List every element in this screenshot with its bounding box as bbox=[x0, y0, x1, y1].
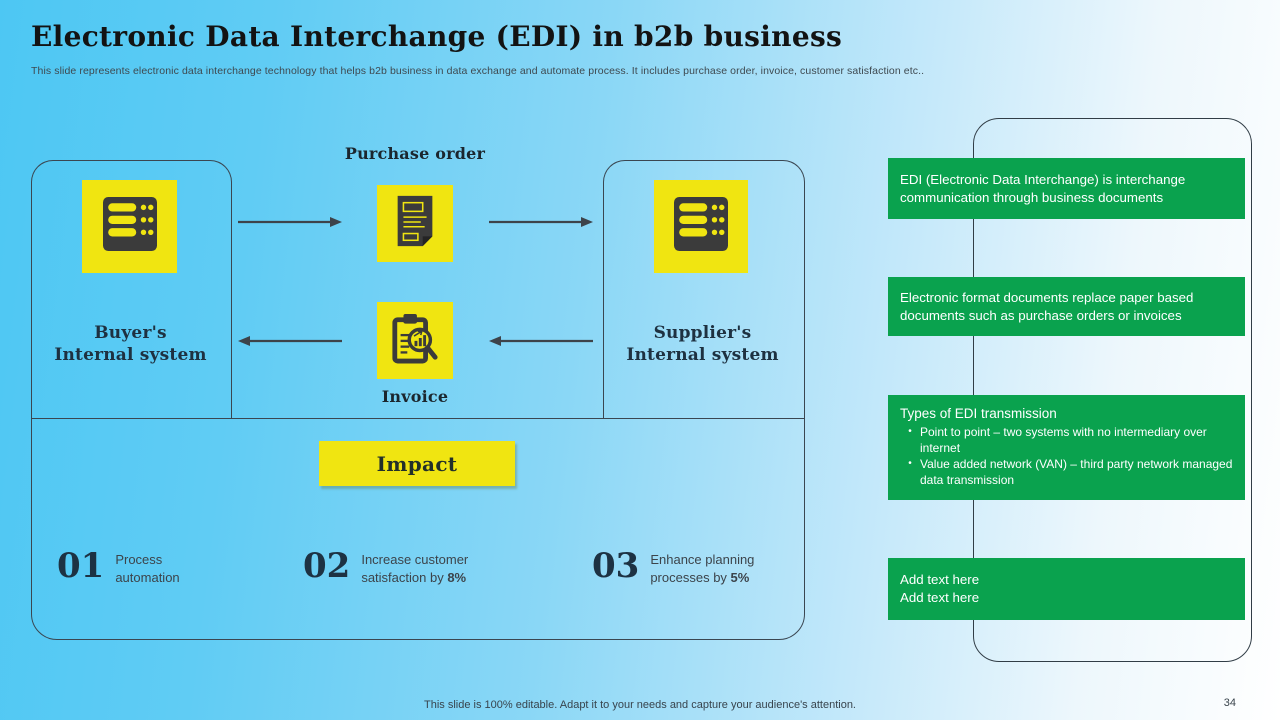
impact-text-3-bold: 5% bbox=[730, 569, 750, 585]
note-box-edi-definition: EDI (Electronic Data Interchange) is int… bbox=[888, 158, 1245, 219]
supplier-icon-tile bbox=[654, 180, 748, 273]
purchase-order-icon-tile bbox=[377, 185, 453, 262]
bullet-item: • Value added network (VAN) – third part… bbox=[900, 456, 1233, 488]
supplier-label-line2: Internal system bbox=[626, 345, 779, 365]
right-notes-panel bbox=[973, 118, 1252, 662]
note-box-add-text-placeholder[interactable]: Add text here Add text here bbox=[888, 558, 1245, 620]
impact-text-2: Increase customer satisfaction by 8% bbox=[361, 548, 493, 586]
note-box-2-text: Electronic format documents replace pape… bbox=[900, 289, 1194, 323]
arrow-left-supplier-to-invoice-icon bbox=[489, 334, 593, 348]
impact-item-2: 02 Increase customer satisfaction by 8% bbox=[303, 548, 493, 586]
impact-section-box bbox=[31, 418, 805, 640]
invoice-icon-tile bbox=[377, 302, 453, 379]
buyer-icon-tile bbox=[82, 180, 177, 273]
bullet-dot: • bbox=[908, 458, 912, 469]
buyer-label-line1: Buyer's bbox=[94, 323, 167, 343]
invoice-label: Invoice bbox=[381, 387, 449, 406]
impact-title: Impact bbox=[376, 451, 458, 476]
note-box-3-title: Types of EDI transmission bbox=[900, 406, 1057, 421]
page-number: 34 bbox=[1223, 697, 1236, 709]
impact-item-1: 01 Process automation bbox=[57, 548, 207, 586]
arrow-right-buyer-to-po-icon bbox=[238, 215, 342, 229]
server-icon bbox=[674, 197, 728, 256]
impact-text-3: Enhance planning processes by 5% bbox=[650, 548, 776, 586]
placeholder-line-1: Add text here bbox=[900, 572, 980, 587]
impact-text-1-body: Process automation bbox=[115, 552, 180, 585]
impact-item-3: 03 Enhance planning processes by 5% bbox=[592, 548, 776, 586]
bullet-text-1: Point to point – two systems with no int… bbox=[920, 425, 1207, 455]
supplier-system-label: Supplier's Internal system bbox=[603, 322, 802, 366]
note-box-1-text: EDI (Electronic Data Interchange) is int… bbox=[900, 171, 1186, 205]
impact-text-1: Process automation bbox=[115, 548, 207, 586]
placeholder-line-2: Add text here bbox=[900, 590, 980, 605]
invoice-magnifier-icon bbox=[390, 311, 440, 370]
impact-text-3-body: Enhance planning processes by bbox=[650, 552, 755, 585]
impact-header: Impact bbox=[319, 441, 515, 486]
bullet-text-2: Value added network (VAN) – third party … bbox=[920, 457, 1233, 487]
footer-note: This slide is 100% editable. Adapt it to… bbox=[424, 699, 856, 711]
page-subtitle: This slide represents electronic data in… bbox=[31, 65, 925, 77]
buyer-system-label: Buyer's Internal system bbox=[31, 322, 230, 366]
impact-number-3: 03 bbox=[592, 546, 640, 586]
server-icon bbox=[102, 197, 157, 256]
bullet-item: • Point to point – two systems with no i… bbox=[900, 424, 1233, 456]
arrow-left-invoice-to-buyer-icon bbox=[238, 334, 342, 348]
purchase-order-label: Purchase order bbox=[344, 144, 486, 163]
bullet-dot: • bbox=[908, 426, 912, 437]
arrow-right-po-to-supplier-icon bbox=[489, 215, 593, 229]
buyer-system-box bbox=[31, 160, 232, 419]
supplier-label-line1: Supplier's bbox=[653, 323, 752, 343]
document-icon bbox=[393, 194, 437, 253]
page-title: Electronic Data Interchange (EDI) in b2b… bbox=[31, 20, 843, 53]
impact-number-1: 01 bbox=[57, 546, 105, 586]
note-box-electronic-format: Electronic format documents replace pape… bbox=[888, 277, 1245, 336]
impact-text-2-bold: 8% bbox=[447, 569, 467, 585]
impact-number-2: 02 bbox=[303, 546, 351, 586]
buyer-label-line2: Internal system bbox=[54, 345, 207, 365]
impact-text-2-body: Increase customer satisfaction by bbox=[361, 552, 469, 585]
note-box-transmission-types: Types of EDI transmission • Point to poi… bbox=[888, 395, 1245, 500]
supplier-system-box bbox=[603, 160, 805, 419]
